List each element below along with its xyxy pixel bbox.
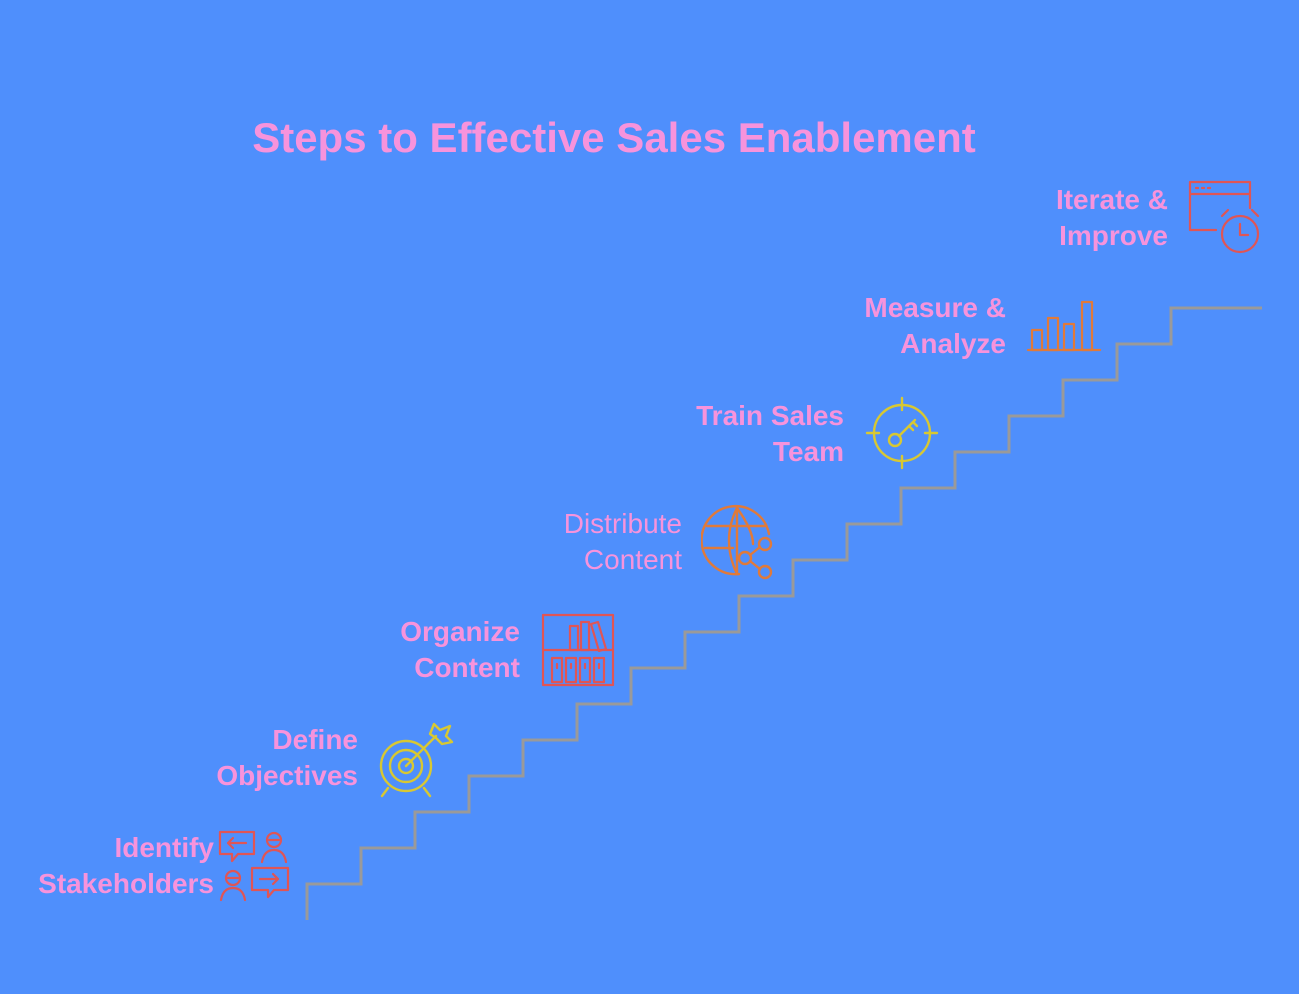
step-label-line2: Analyze bbox=[900, 328, 1006, 359]
step-label-line1: Identify bbox=[114, 832, 214, 863]
step-label-define-objectives: Define Objectives bbox=[216, 722, 358, 794]
step-label-line1: Measure & bbox=[864, 292, 1006, 323]
step-label-line1: Distribute bbox=[563, 508, 682, 539]
step-label-line2: Objectives bbox=[216, 760, 358, 791]
step-label-iterate-improve: Iterate & Improve bbox=[1056, 182, 1168, 254]
step-label-line1: Train Sales bbox=[696, 400, 844, 431]
step-label-line2: Team bbox=[772, 436, 844, 467]
step-label-line1: Define bbox=[272, 724, 358, 755]
bookshelf-icon bbox=[541, 613, 615, 687]
step-label-line2: Content bbox=[414, 652, 520, 683]
step-label-train-sales-team: Train Sales Team bbox=[696, 398, 844, 470]
step-label-distribute-content: Distribute Content bbox=[564, 506, 682, 578]
step-label-line1: Iterate & bbox=[1055, 184, 1168, 215]
diagram-title: Steps to Effective Sales Enablement bbox=[252, 114, 976, 161]
globe-share-icon bbox=[701, 504, 773, 580]
step-label-organize-content: Organize Content bbox=[400, 614, 520, 686]
step-label-measure-analyze: Measure & Analyze bbox=[864, 290, 1006, 362]
window-alarm-clock-icon bbox=[1188, 180, 1260, 254]
target-arrow-icon bbox=[379, 722, 454, 798]
step-label-line2: Content bbox=[583, 544, 682, 575]
stakeholders-exchange-icon bbox=[218, 830, 290, 902]
step-label-line2: Stakeholders bbox=[38, 868, 214, 899]
crosshair-key-icon bbox=[865, 396, 939, 470]
bar-chart-icon bbox=[1026, 300, 1102, 352]
step-label-identify-stakeholders: Identify Stakeholders bbox=[38, 830, 214, 902]
step-label-line1: Organize bbox=[400, 616, 520, 647]
step-label-line2: Improve bbox=[1059, 220, 1168, 251]
